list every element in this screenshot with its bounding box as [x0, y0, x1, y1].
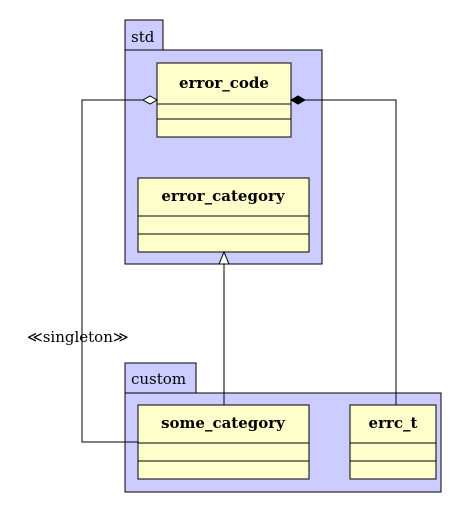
composition-line: [305, 99, 397, 405]
package-std-label: std: [131, 28, 155, 46]
class-error-code: error_code: [156, 62, 292, 138]
aggregation-line: [81, 99, 143, 443]
class-error-category-name: error_category: [161, 187, 285, 205]
generalization-some-category-to-error-category: [218, 250, 230, 405]
class-error-category: error_category: [137, 177, 310, 253]
composition-error-code-errc-t: [289, 95, 397, 405]
package-custom-tab: [124, 362, 197, 395]
class-error-code-name: error_code: [179, 74, 269, 92]
singleton-stereotype-label: ≪singleton≫: [27, 328, 129, 346]
class-errc-t: errc_t: [349, 404, 437, 480]
package-custom-label: custom: [131, 370, 186, 388]
aggregation-hollow-diamond: [141, 95, 159, 105]
class-errc-t-name: errc_t: [369, 414, 418, 432]
package-std-tab: [124, 19, 164, 52]
class-error-category-box: [137, 177, 310, 253]
class-errc-t-box: [349, 404, 437, 480]
aggregation-error-code-some-category: [81, 95, 159, 443]
class-some-category: some_category: [137, 404, 310, 480]
generalization-hollow-triangle-arrowhead: [218, 250, 230, 265]
composition-filled-diamond: [289, 95, 307, 105]
class-error-code-box: [156, 62, 292, 138]
class-some-category-name: some_category: [161, 414, 286, 432]
